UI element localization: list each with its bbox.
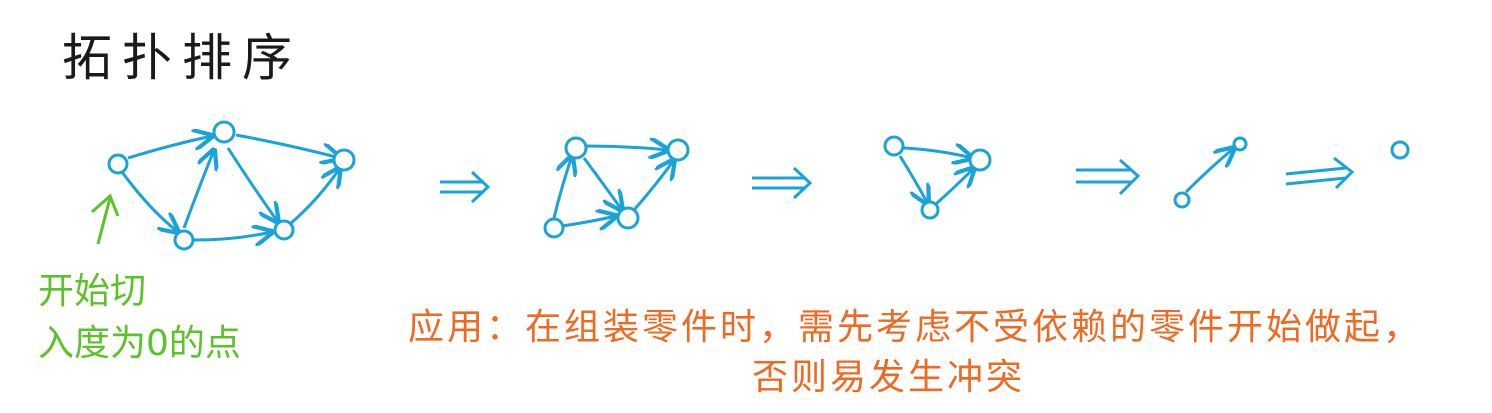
edge-c-b [182, 150, 214, 229]
application-note-line2: 否则易发生冲突 [752, 357, 1026, 398]
edge-a-c [120, 171, 178, 232]
edge-b-d-3 [903, 148, 972, 158]
graph-stage-3 [883, 135, 992, 220]
graph-stage-5 [1390, 140, 1410, 160]
node-b [212, 120, 236, 144]
node-d-2 [666, 138, 690, 162]
edge-b-d [235, 133, 340, 158]
transition-arrow-1 [440, 170, 491, 204]
node-d-5 [1390, 140, 1410, 160]
start-note-line2: 入度为0的点 [38, 323, 241, 364]
node-e-2 [616, 206, 640, 230]
node-b-2 [564, 136, 588, 160]
edge-b-e [226, 147, 278, 222]
node-c [173, 229, 195, 251]
start-pointer-arrow [91, 193, 120, 245]
edge-e-d [289, 168, 340, 226]
graph-stage-1 [107, 120, 356, 251]
edge-b-e-3 [898, 155, 928, 204]
node-d-3 [968, 148, 992, 172]
edge-c-b-2 [552, 156, 572, 219]
node-c-2 [543, 217, 565, 239]
node-e-3 [920, 200, 940, 220]
edge-e-d-2 [632, 160, 674, 211]
edge-c-e [193, 232, 272, 240]
node-e-4 [1173, 191, 1191, 209]
graph-stage-2 [543, 136, 690, 239]
edge-b-e-2 [582, 157, 622, 210]
start-note-line1: 开始切 [38, 271, 147, 312]
edge-b-d-2 [585, 146, 668, 150]
edge-e-d-3 [934, 168, 974, 206]
node-a [107, 153, 129, 175]
edge-c-e-2 [561, 216, 616, 226]
edge-a-b [127, 136, 212, 160]
graph-stage-4 [1173, 136, 1248, 209]
node-d-4 [1232, 136, 1248, 152]
transition-arrow-3 [1076, 158, 1141, 196]
node-b-3 [883, 135, 905, 157]
node-e [273, 219, 295, 241]
edge-e-d-4 [1184, 148, 1234, 194]
page-title: 拓扑排序 [62, 29, 302, 87]
transition-arrow-2 [752, 166, 813, 200]
transition-arrow-4 [1285, 156, 1355, 190]
node-d [332, 148, 356, 172]
application-note-line1: 应用：在组装零件时，需先考虑不受依赖的零件开始做起， [408, 307, 1423, 348]
